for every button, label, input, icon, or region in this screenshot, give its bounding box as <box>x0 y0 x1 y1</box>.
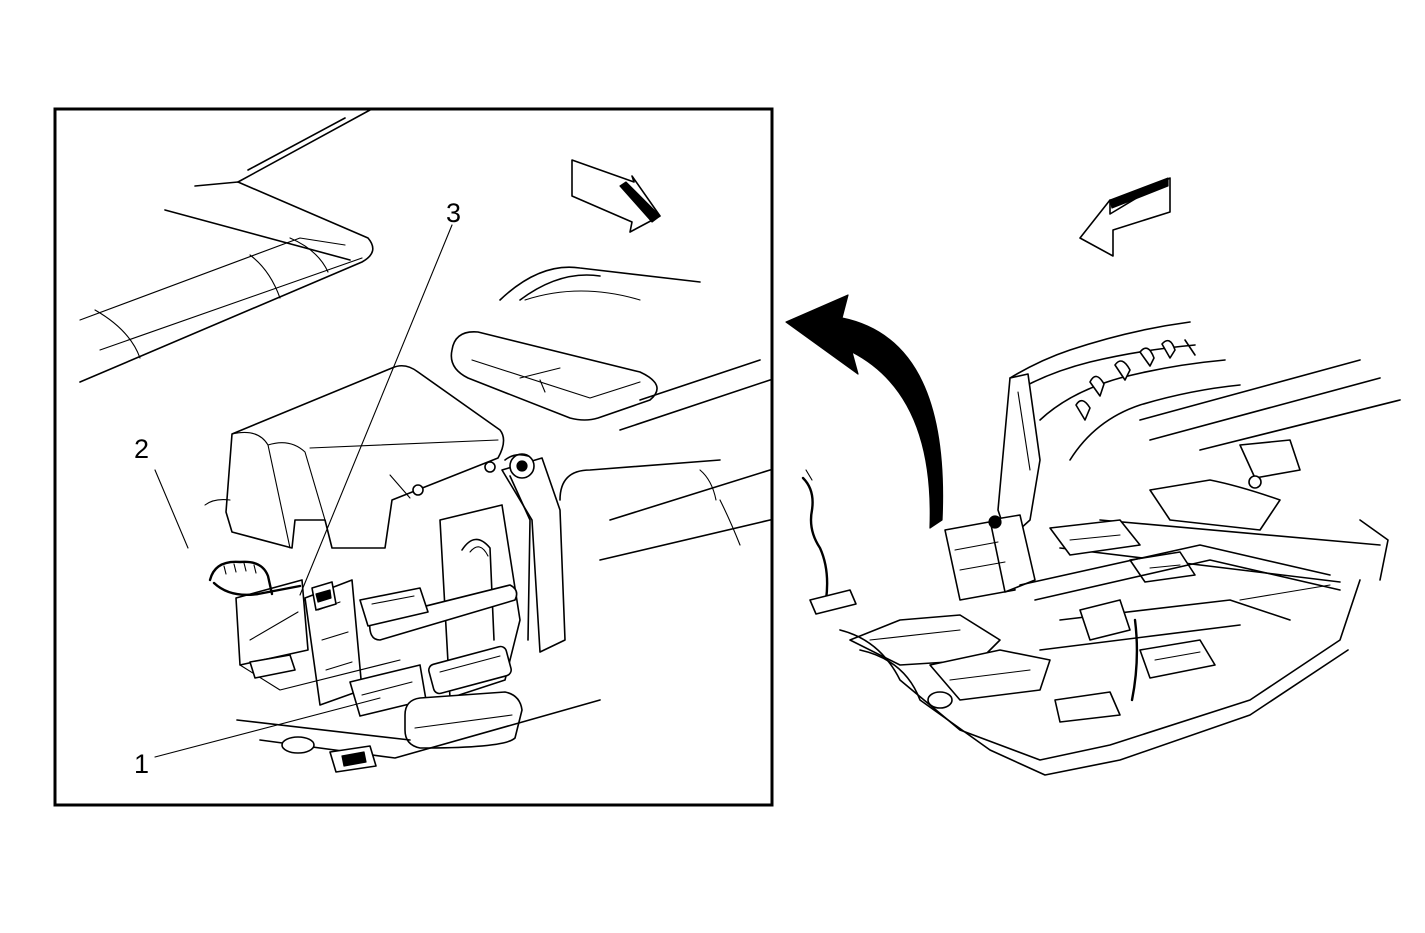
floor-lower <box>236 459 771 773</box>
wiring-harness <box>208 560 302 597</box>
callout-1: 1 <box>134 749 149 779</box>
module-bracket <box>235 579 518 717</box>
leader-line-2 <box>154 469 189 549</box>
zoom-detail-arrow <box>785 294 944 529</box>
detail-view: 1 2 3 <box>53 107 774 807</box>
leader-line-1 <box>154 697 381 758</box>
overview-harness <box>801 469 1139 702</box>
front-floor <box>839 579 1361 776</box>
floor-rail-upper <box>79 109 374 383</box>
callout-3: 3 <box>446 198 461 228</box>
forward-arrow-overview-shadow <box>1109 177 1169 209</box>
leader-line-3 <box>299 224 453 596</box>
forward-arrow-detail-shadow <box>619 181 661 223</box>
forward-arrow-detail <box>571 159 661 233</box>
callout-2: 2 <box>134 434 149 464</box>
console-cover <box>204 364 505 549</box>
overview-console <box>944 514 1036 601</box>
forward-arrow-overview <box>1079 177 1171 257</box>
wheel-house <box>1009 321 1241 461</box>
overview-vehicle-floor <box>801 321 1401 776</box>
